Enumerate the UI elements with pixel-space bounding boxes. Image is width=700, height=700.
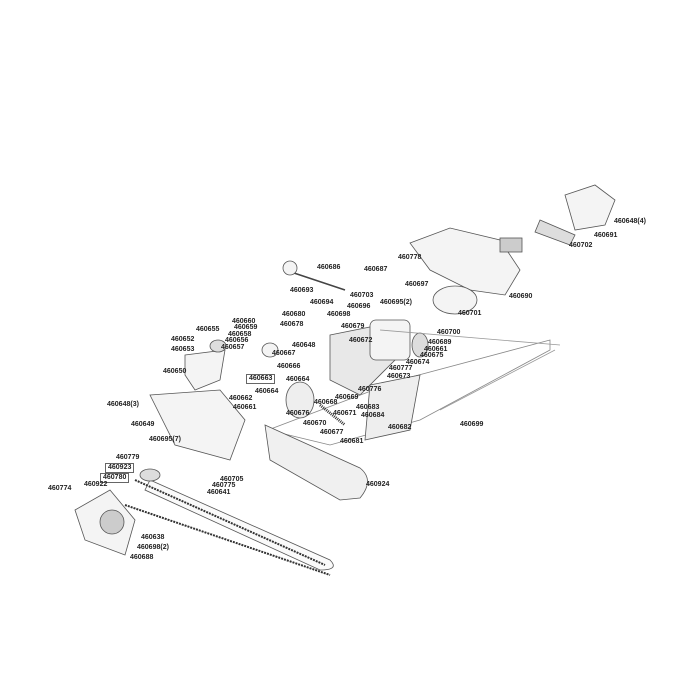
- part-label: 460677: [320, 429, 344, 436]
- part-label: 460669: [335, 394, 359, 401]
- part-label: 460679: [341, 323, 365, 330]
- part-label: 460696: [347, 303, 371, 310]
- grip-pad: [534, 219, 576, 246]
- part-label: 460648(3): [107, 401, 139, 408]
- part-label: 460652: [171, 336, 195, 343]
- part-label: 460664: [286, 376, 310, 383]
- side-cover: [149, 389, 246, 461]
- part-label: 460691: [594, 232, 618, 239]
- part-label: 460695(7): [149, 436, 181, 443]
- part-label: 460655: [196, 326, 220, 333]
- part-label: 460649: [131, 421, 155, 428]
- part-label: 460690: [509, 293, 533, 300]
- part-label: 460698(2): [137, 544, 169, 551]
- part-label: 460661: [233, 404, 257, 411]
- part-label: 460667: [272, 350, 296, 357]
- part-label: 460689: [428, 339, 452, 346]
- part-label: 460662: [229, 395, 253, 402]
- motor-shaft: [499, 237, 523, 253]
- air-filter: [369, 319, 411, 361]
- part-label: 460676: [286, 410, 310, 417]
- part-label: 460661: [424, 346, 448, 353]
- part-label: 460656: [225, 337, 249, 344]
- frame-outline-line: [379, 329, 561, 411]
- handle-cap: [564, 184, 616, 231]
- part-label: 460777: [389, 365, 413, 372]
- front-handle-guard: [184, 349, 226, 391]
- part-label: 460687: [364, 266, 388, 273]
- part-label: 460648: [292, 342, 316, 349]
- part-label: 460774: [48, 485, 72, 492]
- part-label: 460698: [327, 311, 351, 318]
- part-label: 460659: [234, 324, 258, 331]
- part-label: 460648(4): [614, 218, 646, 225]
- part-label: 460683: [356, 404, 380, 411]
- part-label: 460663: [246, 374, 276, 384]
- part-label: 460680: [282, 311, 306, 318]
- part-label: 460699: [460, 421, 484, 428]
- knob: [209, 339, 227, 353]
- part-label: 460688: [130, 554, 154, 561]
- part-label: 460675: [420, 352, 444, 359]
- part-label: 460672: [349, 337, 373, 344]
- part-label: 460671: [333, 410, 357, 417]
- rear-handle-housing: [409, 227, 521, 296]
- guide-bar-body: [264, 424, 368, 501]
- part-label: 460780: [100, 473, 130, 483]
- part-label: 460686: [317, 264, 341, 271]
- part-label: 460681: [340, 438, 364, 445]
- part-label: 460660: [232, 318, 256, 325]
- part-label: 460684: [361, 412, 385, 419]
- logo-badge: [139, 468, 161, 482]
- part-label: 460668: [314, 399, 338, 406]
- part-label: 460657: [221, 344, 245, 351]
- part-label: 460641: [207, 489, 231, 496]
- part-label: 460682: [388, 424, 412, 431]
- part-label: 460638: [141, 534, 165, 541]
- rod-end: [282, 260, 298, 276]
- part-label: 460693: [290, 287, 314, 294]
- part-label: 460702: [569, 242, 593, 249]
- part-label: 460924: [366, 481, 390, 488]
- part-label: 460664: [255, 388, 279, 395]
- part-label: 460922: [84, 481, 108, 488]
- part-label: 460653: [171, 346, 195, 353]
- gear-cover: [364, 374, 421, 441]
- part-label: 460705: [220, 476, 244, 483]
- duct: [432, 285, 478, 315]
- part-label: 460666: [277, 363, 301, 370]
- part-label: 460923: [105, 463, 135, 473]
- part-label: 460700: [437, 329, 461, 336]
- part-label: 460658: [228, 331, 252, 338]
- saw-chain: [124, 479, 331, 576]
- part-label: 460678: [280, 321, 304, 328]
- part-label: 460695(2): [380, 299, 412, 306]
- drive-sprocket-disc: [285, 381, 315, 419]
- part-label: 460701: [458, 310, 482, 317]
- part-label: 460779: [116, 454, 140, 461]
- part-label: 460670: [303, 420, 327, 427]
- part-label: 460694: [310, 299, 334, 306]
- part-label: 460674: [406, 359, 430, 366]
- part-label: 460775: [212, 482, 236, 489]
- brake-spring: [261, 342, 279, 358]
- tension-spring: [319, 403, 346, 427]
- part-label: 460703: [350, 292, 374, 299]
- sprocket: [99, 509, 125, 535]
- part-label: 460697: [405, 281, 429, 288]
- part-label: 460776: [358, 386, 382, 393]
- part-label: 460673: [387, 373, 411, 380]
- part-label: 460778: [398, 254, 422, 261]
- part-label: 460650: [163, 368, 187, 375]
